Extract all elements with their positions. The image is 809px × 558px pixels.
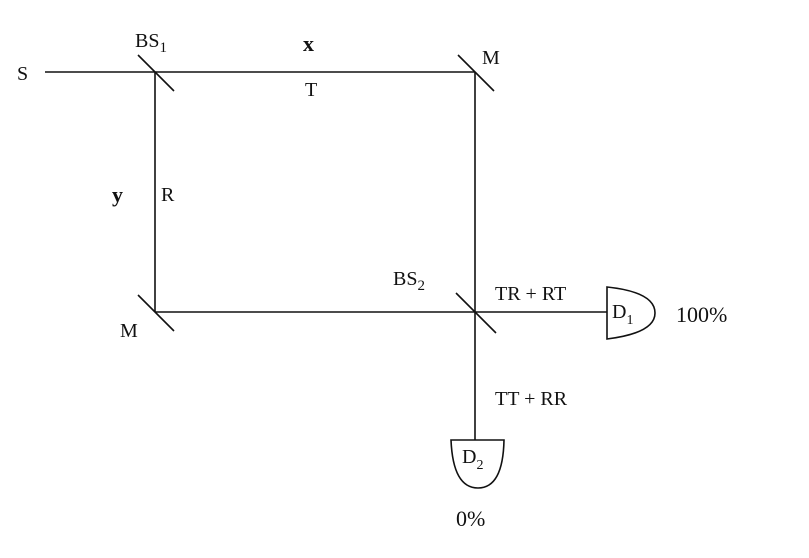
- bs1-label: BS1: [135, 30, 167, 56]
- d2-output-label: TT + RR: [495, 388, 568, 410]
- bs1-splitter: [137, 54, 175, 92]
- mirror-top-label: M: [482, 47, 500, 69]
- detector-d2: [450, 439, 505, 489]
- mirror-bottom-label: M: [120, 320, 138, 342]
- source-label: S: [17, 63, 28, 85]
- d1-percent: 100%: [676, 302, 727, 327]
- d2-percent: 0%: [456, 506, 485, 531]
- bs2-label: BS2: [393, 268, 425, 294]
- d1-output-label: TR + RT: [495, 283, 566, 305]
- t-label: T: [305, 79, 317, 101]
- r-label: R: [161, 184, 175, 206]
- bs2-splitter: [455, 292, 497, 334]
- x-label: x: [303, 31, 314, 56]
- y-label: y: [112, 182, 123, 207]
- mirror-bottom: [137, 294, 175, 332]
- mirror-top: [457, 54, 495, 92]
- d2-label: D2: [462, 446, 483, 473]
- detector-d1: [606, 286, 656, 340]
- d1-label: D1: [612, 301, 633, 328]
